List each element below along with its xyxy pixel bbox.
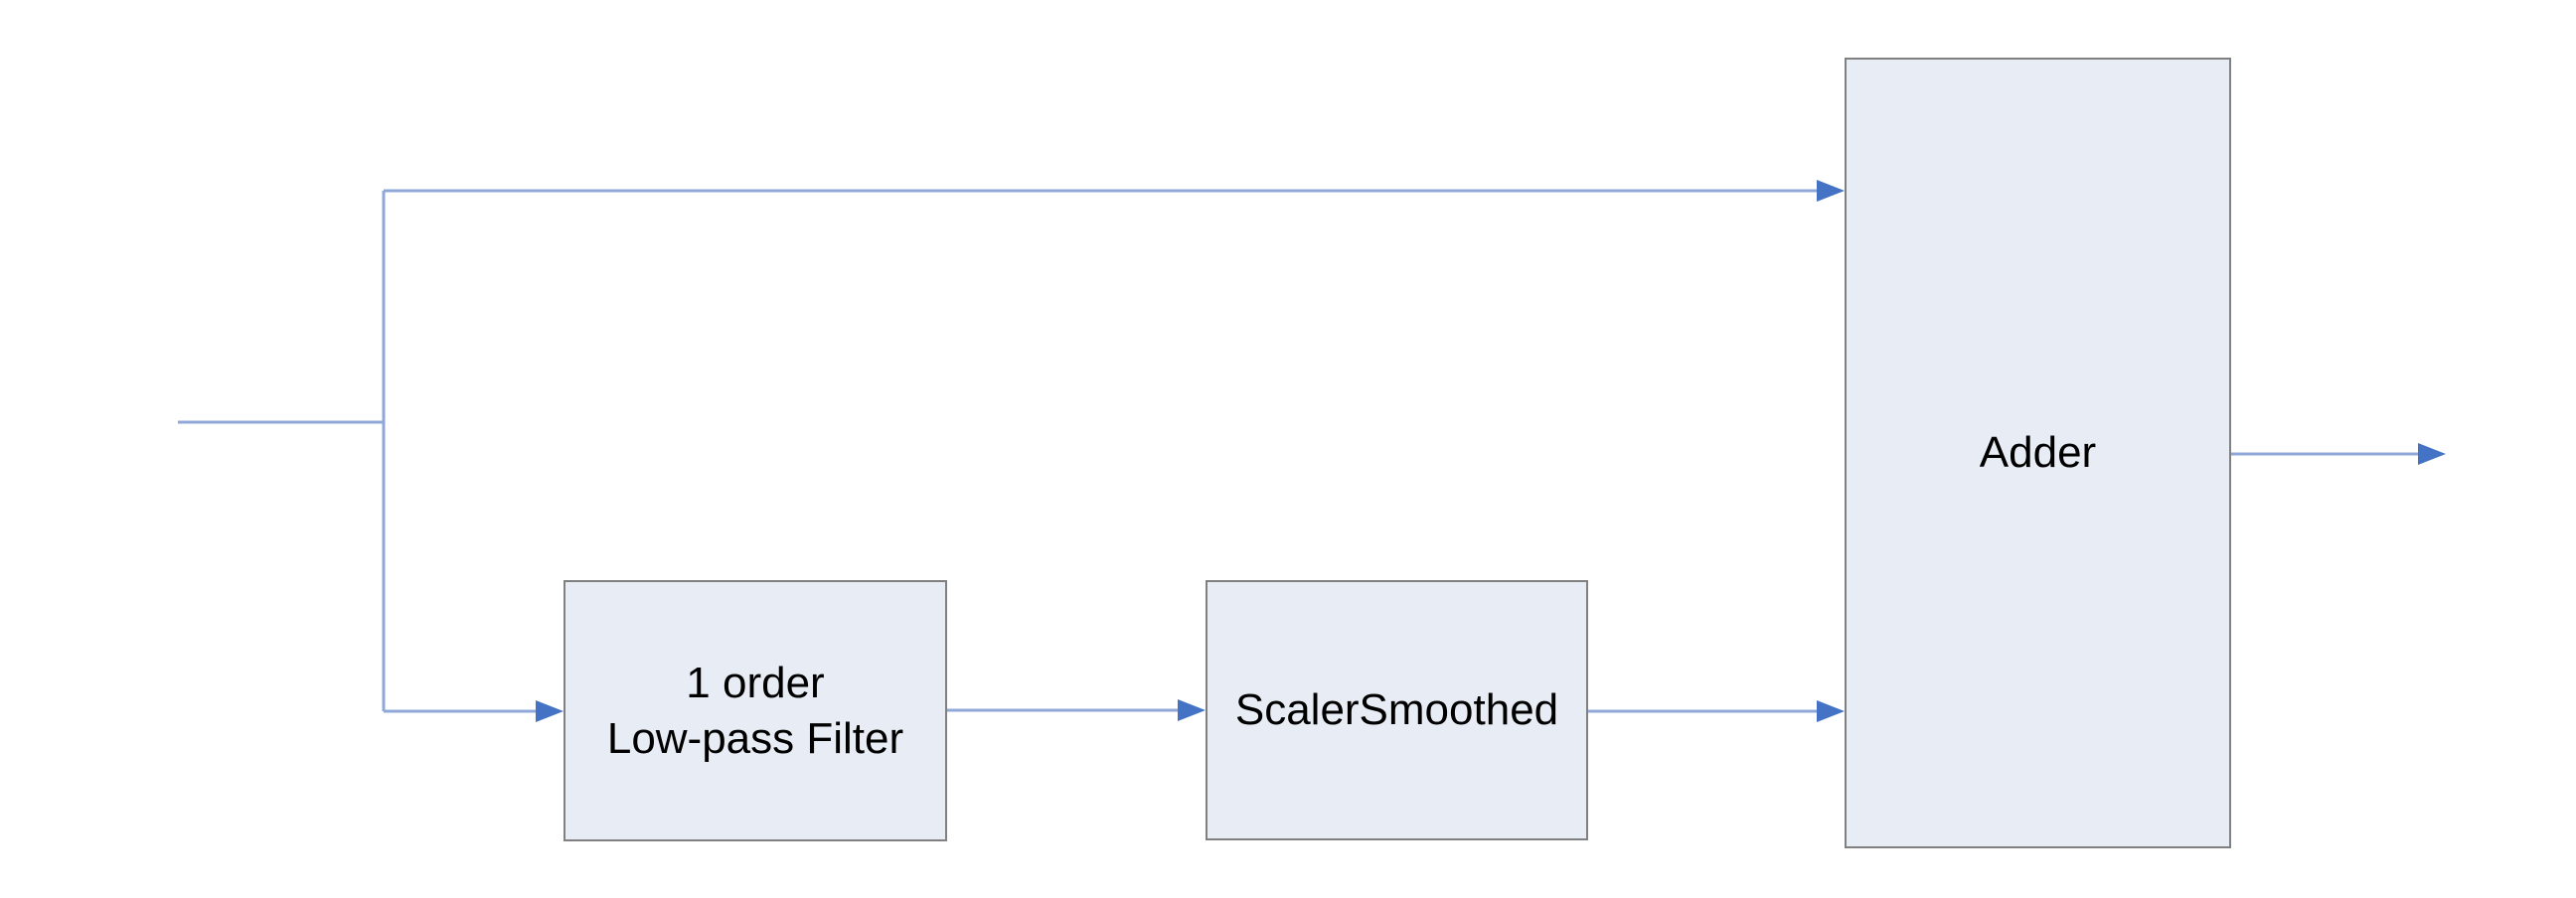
output-arrowhead	[2418, 443, 2446, 465]
lowpass-input-arrowhead	[536, 700, 564, 722]
lowpass-filter-label-line1: 1 order	[686, 658, 825, 707]
node-adder: Adder	[1845, 58, 2231, 848]
node-scaler-smoothed: ScalerSmoothed	[1206, 580, 1588, 840]
lowpass-filter-label-line2: Low-pass Filter	[606, 713, 904, 763]
adder-top-input-arrowhead	[1817, 180, 1845, 202]
scaler-input-arrowhead	[1178, 699, 1206, 721]
scaler-smoothed-label: ScalerSmoothed	[1234, 685, 1559, 734]
adder-bottom-input-arrowhead	[1817, 700, 1845, 722]
node-lowpass-filter: 1 order Low-pass Filter	[564, 580, 947, 841]
adder-label: Adder	[1979, 428, 2097, 477]
